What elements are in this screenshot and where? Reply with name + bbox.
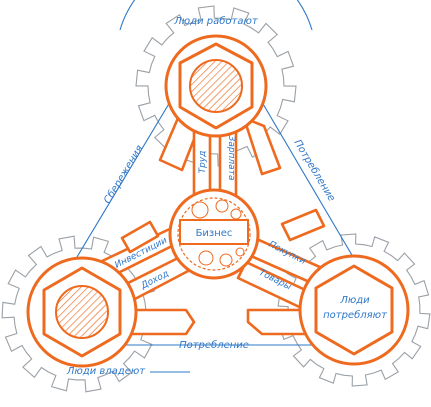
label-people-work: Люди работают [173,15,259,27]
hub-left [26,256,138,368]
label-labor: Труд [198,151,208,174]
hub-right [298,254,410,366]
label-savings: Сбережения [101,143,145,206]
label-people-consume-2: потребляют [323,309,388,321]
label-salary: Зарплата [226,136,236,181]
label-business: Бизнес [196,228,233,239]
label-consumption-right: Потребление [291,137,337,203]
gear-left-outline [1,235,159,393]
hub-center [168,188,260,280]
label-consumption-bottom: Потребление [179,339,249,351]
label-people-consume-1: Люди [339,295,370,306]
gear-teeth [1,235,159,393]
hub-top [164,34,268,138]
label-people-own: Люди владеют [66,366,146,377]
